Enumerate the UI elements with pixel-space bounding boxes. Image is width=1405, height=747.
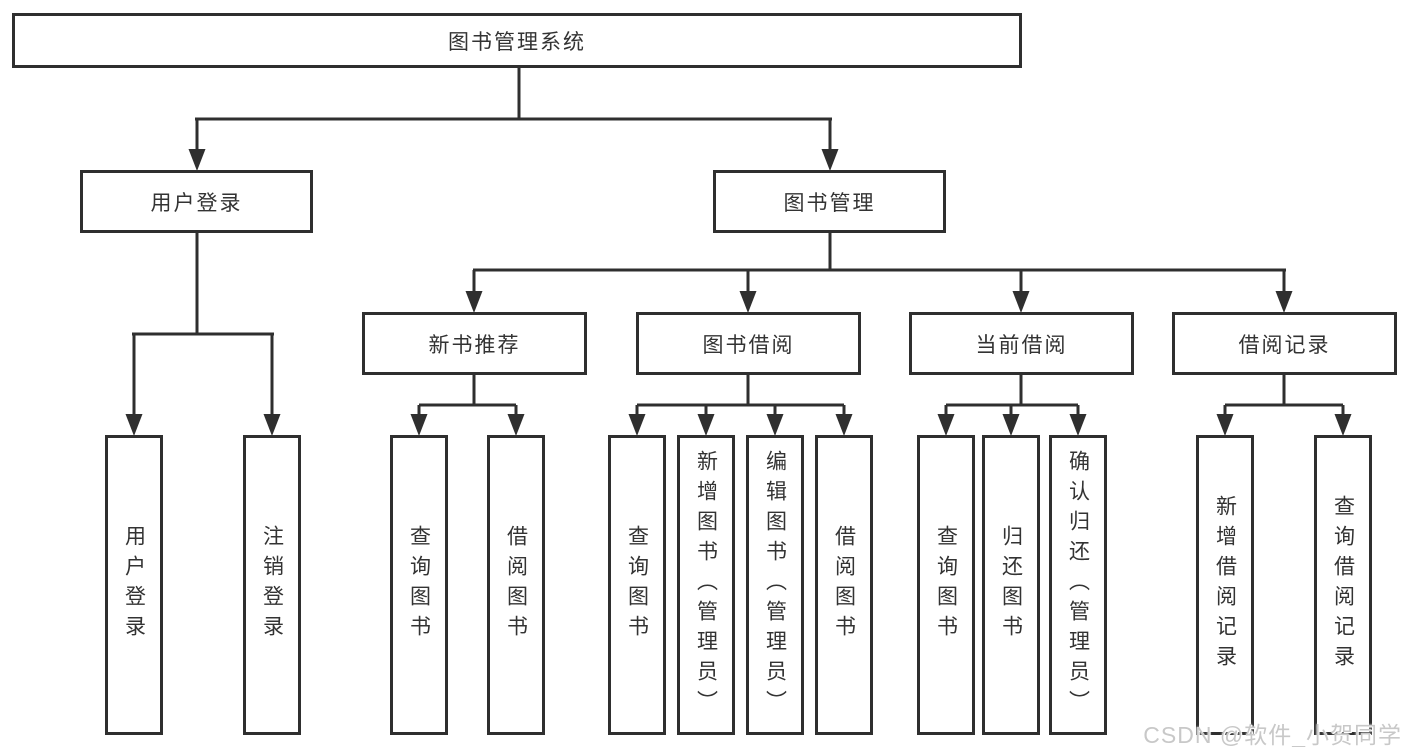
arrow-down-icon (465, 291, 483, 313)
node-logout: 注销登录 (243, 435, 301, 735)
node-new-book-recommend: 新书推荐 (362, 312, 587, 375)
arrow-down-icon (1216, 414, 1234, 436)
node-query-books-borrowing: 查询图书 (608, 435, 666, 735)
node-label: 当前借阅 (975, 333, 1068, 357)
node-query-books-current: 查询图书 (917, 435, 975, 735)
arrow-down-icon (263, 414, 281, 436)
node-confirm-return-admin: 确认归还（管理员） (1049, 435, 1107, 735)
node-label: 确认归还（管理员） (1066, 450, 1090, 720)
arrow-down-icon (1012, 291, 1030, 313)
arrow-down-icon (697, 414, 715, 436)
arrow-down-icon (766, 414, 784, 436)
arrow-down-icon (188, 149, 206, 171)
node-user-login-branch: 用户登录 (80, 170, 313, 233)
node-add-book-admin: 新增图书（管理员） (677, 435, 735, 735)
node-label: 图书借阅 (702, 333, 795, 357)
node-label: 新增借阅记录 (1213, 495, 1237, 675)
node-label: 归还图书 (999, 525, 1023, 645)
node-borrow-books-recommend: 借阅图书 (487, 435, 545, 735)
node-borrowing-records: 借阅记录 (1172, 312, 1397, 375)
node-borrow-books-leaf: 借阅图书 (815, 435, 873, 735)
node-query-books-recommend: 查询图书 (390, 435, 448, 735)
node-return-books: 归还图书 (982, 435, 1040, 735)
node-edit-book-admin: 编辑图书（管理员） (746, 435, 804, 735)
node-library-management-system: 图书管理系统 (12, 13, 1022, 68)
node-label: 借阅记录 (1238, 333, 1331, 357)
arrow-down-icon (937, 414, 955, 436)
arrow-down-icon (1002, 414, 1020, 436)
arrow-down-icon (507, 414, 525, 436)
node-label: 编辑图书（管理员） (763, 450, 787, 720)
arrow-down-icon (1334, 414, 1352, 436)
node-label: 借阅图书 (504, 525, 528, 645)
node-label: 图书管理 (783, 191, 876, 215)
node-add-borrow-record: 新增借阅记录 (1196, 435, 1254, 735)
arrow-down-icon (835, 414, 853, 436)
arrow-down-icon (628, 414, 646, 436)
arrow-down-icon (125, 414, 143, 436)
node-label: 新书推荐 (428, 333, 521, 357)
arrow-down-icon (1069, 414, 1087, 436)
arrow-down-icon (821, 149, 839, 171)
node-user-login-leaf: 用户登录 (105, 435, 163, 735)
node-label: 新增图书（管理员） (694, 450, 718, 720)
node-query-borrow-record: 查询借阅记录 (1314, 435, 1372, 735)
node-label: 查询图书 (407, 525, 431, 645)
node-label: 图书管理系统 (448, 30, 586, 54)
node-label: 查询借阅记录 (1331, 495, 1355, 675)
arrow-down-icon (1275, 291, 1293, 313)
arrow-down-icon (410, 414, 428, 436)
csdn-watermark: CSDN @软件_小贺同学 (1143, 722, 1402, 747)
node-label: 借阅图书 (832, 525, 856, 645)
node-label: 注销登录 (260, 525, 284, 645)
node-book-borrowing: 图书借阅 (636, 312, 861, 375)
tree-branch-lines (132, 66, 1345, 417)
arrow-down-icon (739, 291, 757, 313)
node-current-borrowing: 当前借阅 (909, 312, 1134, 375)
node-label: 用户登录 (150, 191, 243, 215)
node-label: 查询图书 (934, 525, 958, 645)
node-label: 查询图书 (625, 525, 649, 645)
node-label: 用户登录 (122, 525, 146, 645)
node-book-management: 图书管理 (713, 170, 946, 233)
